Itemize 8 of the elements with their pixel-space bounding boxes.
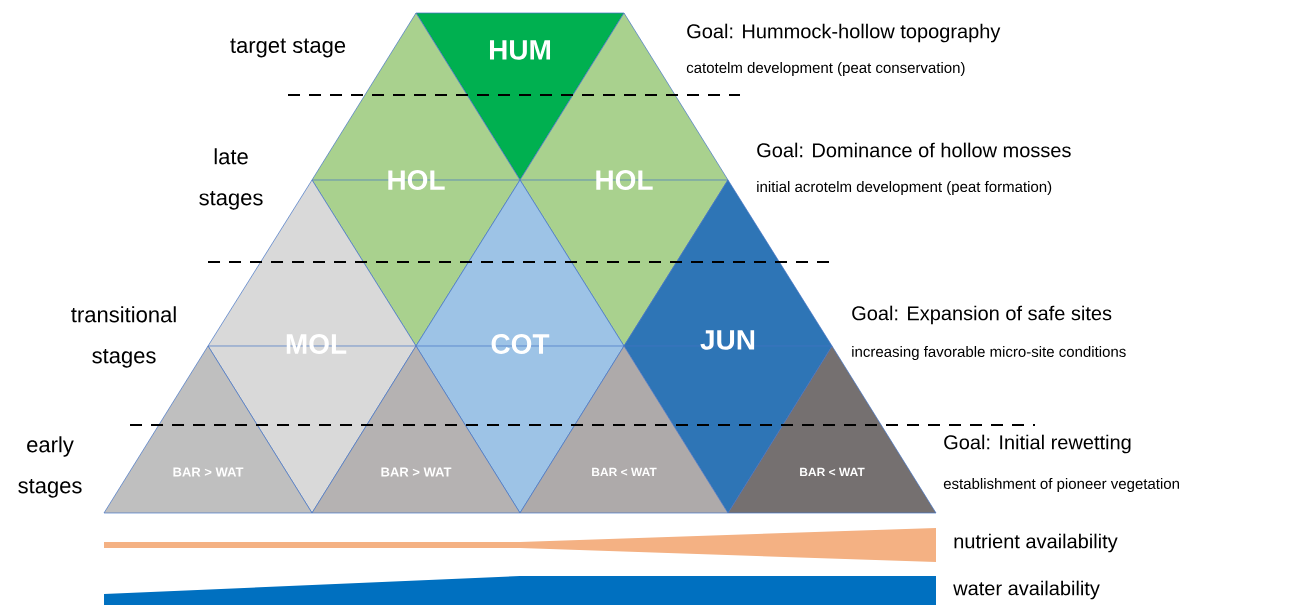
gradient-label: nutrient availability — [954, 533, 1118, 553]
goal-description: establishment of pioneer vegetation — [943, 478, 1179, 492]
goal-heading: Goal: Expansion of safe sites — [852, 305, 1112, 325]
wedge — [104, 528, 936, 562]
stage-label: early stages — [18, 436, 82, 498]
goal-heading: Goal: Dominance of hollow mosses — [757, 142, 1071, 158]
wedge — [104, 576, 936, 605]
gradient-label: water availability — [953, 580, 1100, 600]
